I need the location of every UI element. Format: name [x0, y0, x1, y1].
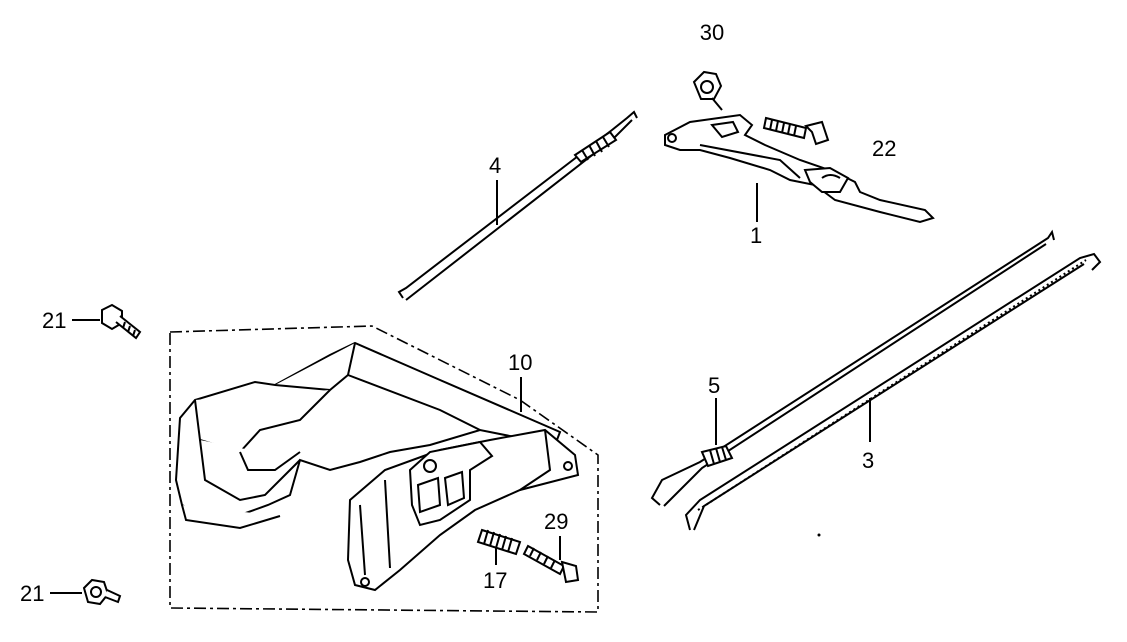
label-part-29: 29 — [544, 509, 568, 534]
part-5-cable — [650, 229, 1055, 507]
part-17-spring — [476, 528, 522, 556]
label-part-1: 1 — [750, 223, 762, 248]
label-part-21-bottom: 21 — [20, 581, 44, 606]
speck — [817, 533, 821, 537]
label-part-4: 4 — [489, 153, 501, 178]
part-21-bolt-bottom — [82, 578, 122, 606]
part-22-spring-pin — [762, 116, 830, 146]
assembly-outline — [169, 325, 599, 613]
part-1-throttle-plate — [664, 113, 935, 224]
label-part-17: 17 — [483, 568, 507, 593]
part-3-cable — [684, 252, 1102, 531]
label-part-22: 22 — [872, 136, 896, 161]
label-part-30: 30 — [700, 20, 724, 45]
part-10-housing — [174, 341, 580, 592]
label-part-21-top: 21 — [42, 308, 66, 333]
label-part-5: 5 — [708, 373, 720, 398]
part-30-nut — [692, 70, 723, 111]
label-part-10: 10 — [508, 350, 532, 375]
label-part-3: 3 — [862, 448, 874, 473]
part-29-screw — [522, 544, 580, 584]
part-21-bolt-top — [101, 303, 142, 340]
part-4-rod — [397, 110, 638, 301]
